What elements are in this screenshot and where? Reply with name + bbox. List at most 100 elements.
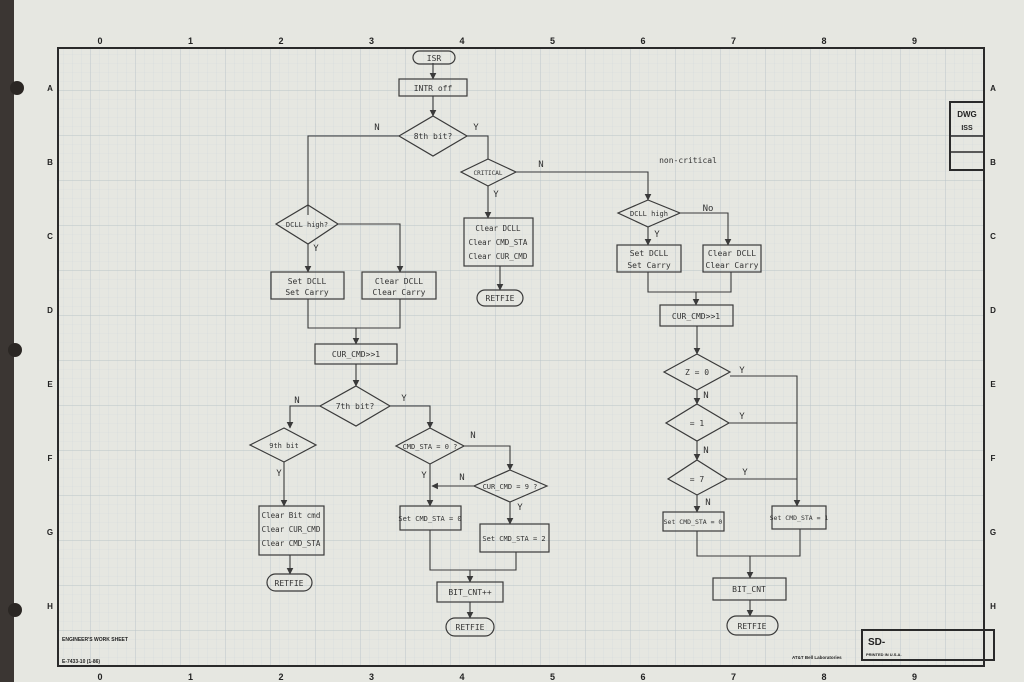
clear-carry-right: Clear Carry xyxy=(706,261,759,270)
printed-label: PRINTED IN U.S.A. xyxy=(866,652,902,657)
company-name: AT&T Bell Laboratories xyxy=(792,655,842,660)
cur-cmd-shift-left-label: CUR_CMD>>1 xyxy=(332,350,380,359)
retfie-middle-label: RETFIE xyxy=(456,623,485,632)
column-label: 6 xyxy=(640,36,645,46)
set-cmd-sta-1-box xyxy=(771,505,827,530)
clear-dcll-box xyxy=(361,271,437,300)
column-label: 0 xyxy=(97,672,102,682)
branch-n: N xyxy=(374,123,379,133)
branch-n: N xyxy=(538,160,543,170)
cur-cmd-shift-right-label: CUR_CMD>>1 xyxy=(672,312,720,321)
column-label: 7 xyxy=(731,672,736,682)
column-label: 5 xyxy=(550,36,555,46)
set-dcll-label: Set DCLL xyxy=(288,277,327,286)
column-label: 3 xyxy=(369,672,374,682)
branch-y: Y xyxy=(276,469,282,479)
bit7-decision xyxy=(318,385,392,427)
binder-hole xyxy=(8,603,22,617)
clear-dcll-right: Clear DCLL xyxy=(708,249,756,258)
intr-off-label: INTR off xyxy=(414,84,453,93)
dclc-high-decision xyxy=(274,204,340,245)
form-number: E-7433-10 (1-86) xyxy=(62,659,100,665)
branch-y: Y xyxy=(654,230,660,240)
row-label: C xyxy=(990,232,996,241)
branch-n: N xyxy=(470,431,475,441)
column-label: 1 xyxy=(188,672,193,682)
title-block: SD- PRINTED IN U.S.A. ENGINEER'S WORK SH… xyxy=(62,629,995,665)
branch-y: Y xyxy=(517,503,523,513)
cur-cmd-9-decision xyxy=(472,469,549,503)
cur-cmd-shift-box-left xyxy=(314,343,398,365)
branch-y: Y xyxy=(739,366,745,376)
row-label: B xyxy=(47,158,53,167)
row-label: G xyxy=(990,528,996,537)
set-dcll-box-right xyxy=(616,244,682,273)
branch-y: Y xyxy=(313,244,319,254)
branch-n: N xyxy=(294,396,299,406)
set-carry-label: Set Carry xyxy=(285,288,329,297)
clear-cur-cmd-label: Clear CUR_CMD xyxy=(262,525,321,534)
dwg-number: ISS xyxy=(961,125,973,132)
non-critical-label: non-critical xyxy=(659,156,717,165)
column-label: 6 xyxy=(640,672,645,682)
sd-label: SD- xyxy=(868,637,885,648)
row-label: E xyxy=(990,380,996,389)
row-label: A xyxy=(990,84,996,93)
z0-decision xyxy=(662,353,732,391)
dwg-box: DWG ISS xyxy=(949,101,985,171)
column-label: 8 xyxy=(821,672,826,682)
grid-area xyxy=(58,48,984,666)
branch-y: Y xyxy=(421,471,427,481)
z0-label: Z = 0 xyxy=(685,368,709,377)
bit7-label: 7th bit? xyxy=(336,402,375,411)
binder-hole xyxy=(8,343,22,357)
critical-decision xyxy=(459,158,518,187)
critical-clear-box xyxy=(463,217,534,267)
row-label: A xyxy=(47,84,53,93)
bit8-label: 8th bit? xyxy=(414,132,453,141)
dcll-high-right-label: DCLL high xyxy=(630,210,668,218)
retfie-right-label: RETFIE xyxy=(738,622,767,631)
row-label: F xyxy=(991,454,996,463)
row-label: D xyxy=(47,306,53,315)
bitcnt-right-label: BIT_CNT xyxy=(732,585,766,594)
column-label: 2 xyxy=(278,36,283,46)
set-cmd-sta-0-box xyxy=(399,505,462,531)
column-label: 2 xyxy=(278,672,283,682)
bitcnt-pp-label: BIT_CNT++ xyxy=(448,588,492,597)
column-label: 4 xyxy=(459,672,464,682)
column-label: 4 xyxy=(459,36,464,46)
row-label: H xyxy=(990,602,996,611)
retfie-right xyxy=(726,615,779,636)
retfie-critical-label: RETFIE xyxy=(486,294,515,303)
row-label: F xyxy=(48,454,53,463)
column-label: 8 xyxy=(821,36,826,46)
row-label: C xyxy=(47,232,53,241)
row-label: D xyxy=(990,306,996,315)
eq1-label: = 1 xyxy=(690,419,705,428)
branch-y: Y xyxy=(739,412,745,422)
column-label: 3 xyxy=(369,36,374,46)
branch-y: Y xyxy=(473,123,479,133)
isr-terminator xyxy=(412,50,456,65)
row-label: B xyxy=(990,158,996,167)
set-carry-right: Set Carry xyxy=(627,261,671,270)
cur-cmd-9-label: CUR_CMD = 9 ? xyxy=(483,483,538,491)
bit9-label: 9th bit xyxy=(269,442,299,450)
critical-clear-dcll: Clear DCLL xyxy=(475,224,521,233)
intr-off-box xyxy=(398,78,468,97)
set-cmd-sta-1-label: Set CMD_STA = 1 xyxy=(770,514,829,522)
column-label: 5 xyxy=(550,672,555,682)
eq7-decision xyxy=(666,459,729,496)
branch-y: Y xyxy=(742,468,748,478)
flow-shapes xyxy=(248,50,827,637)
row-label: E xyxy=(47,380,53,389)
retfie-left xyxy=(266,573,313,592)
branch-no: No xyxy=(703,204,714,214)
row-label: H xyxy=(47,602,53,611)
set-cmd-sta-0b-label: Set CMD_STA = 0 xyxy=(664,518,723,526)
critical-clear-cmd-sta: Clear CMD_STA xyxy=(469,238,528,247)
sheet-title: ENGINEER'S WORK SHEET xyxy=(62,637,128,643)
